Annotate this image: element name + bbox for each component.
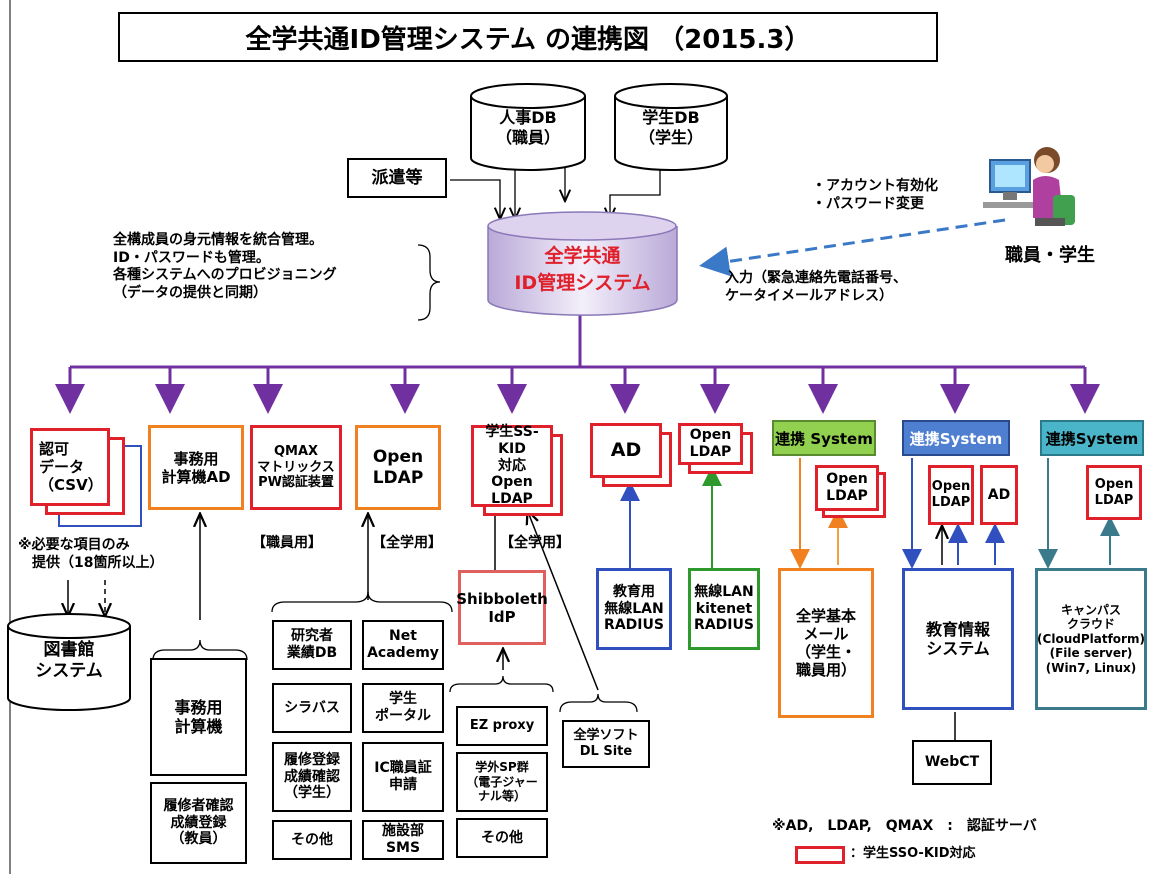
jimu-keisanki-box: 事務用 計算機 (150, 658, 247, 776)
sonota2-box: その他 (456, 818, 548, 858)
open-ldap-box: Open LDAP (355, 425, 441, 510)
net-academy-box: Net Academy (362, 620, 444, 670)
gakusei-db-label: 学生DB （学生） (638, 108, 703, 147)
kitenet-radius-box: 無線LAN kitenet RADIUS (688, 568, 760, 650)
jinji-db-cylinder (470, 83, 586, 171)
zengaku-mail-box: 全学基本 メール （学生・ 職員用） (778, 568, 874, 718)
legend-sso-note: ：学生SSO-KID対応 (850, 846, 976, 861)
jinji-db-label: 人事DB （職員） (495, 108, 560, 147)
renkei-system-header-3: 連携System (1040, 420, 1144, 456)
rishusha-box: 履修者確認 成績登録 （教員） (150, 782, 247, 864)
user-label: 職員・学生 (1005, 245, 1095, 266)
center-note: 全構成員の身元情報を統合管理。 ID・パスワードも管理。 各種システムへのプロビ… (113, 232, 337, 301)
sonota1-box: その他 (272, 820, 352, 860)
renkei-system-header-1: 連携 System (772, 420, 876, 456)
renkei-system-header-2: 連携System (902, 420, 1010, 456)
kyouiku-system-box: 教育情報 システム (902, 568, 1014, 710)
kyouiku-radius-box: 教育用 無線LAN RADIUS (596, 568, 672, 650)
user-actions: ・アカウント有効化 ・パスワード変更 (812, 178, 938, 212)
toshokan-cylinder (7, 613, 131, 711)
center-system-line2: ID管理システム (514, 272, 651, 294)
gakugai-sp-box: 学外SP群 （電子ジャー ナル等） (456, 752, 548, 812)
ez-proxy-box: EZ proxy (456, 706, 548, 746)
open-ldap2-box: Open LDAP (678, 423, 743, 465)
shisetsubu-box: 施設部 SMS (362, 820, 444, 860)
jimu-ad-box: 事務用 計算機AD (148, 425, 244, 510)
sub-open-ldap2-box: Open LDAP (928, 465, 974, 525)
webct-box: WebCT (912, 740, 992, 785)
diagram-title: 全学共通ID管理システム の連携図 （2015.3） (118, 12, 938, 62)
ic-shokuinsho-box: IC職員証 申請 (362, 742, 444, 812)
zengaku-soft-box: 全学ソフト DL Site (562, 720, 650, 768)
kenkyusha-box: 研究者 業績DB (272, 620, 352, 670)
qmax-box: QMAX マトリックス PW認証装置 (250, 425, 342, 510)
zengaku-you-label: 【全学用】 (372, 535, 442, 551)
sub-open-ldap3-box: Open LDAP (1086, 465, 1142, 520)
shokuin-you-label: 【職員用】 (252, 535, 322, 551)
gakusei-portal-box: 学生 ポータル (362, 683, 444, 733)
syllabus-box: シラバス (272, 683, 352, 733)
user-input-note: 入力（緊急連絡先電話番号、 ケータイメールアドレス） (725, 270, 907, 304)
zengaku-you-label-2: 【全学用】 (500, 535, 570, 551)
central-id-system-cylinder (487, 211, 678, 316)
rishu-touroku-box: 履修登録 成績確認 （学生） (272, 742, 352, 812)
hitsuyou-note: ※必要な項目のみ 提供（18箇所以上） (18, 537, 164, 571)
legend-sso-swatch (795, 846, 845, 864)
toshokan-label: 図書館 システム (35, 640, 103, 682)
shibboleth-box: Shibboleth IdP (456, 570, 548, 645)
sub-ad-box: AD (980, 465, 1018, 525)
haken-box: 派遣等 (347, 158, 447, 198)
ad-box: AD (590, 423, 662, 478)
sso-ldap-box: 学生SS-KID 対応 Open LDAP (471, 424, 553, 507)
gakusei-db-cylinder (614, 83, 728, 171)
legend-auth-note: ※AD, LDAP, QMAX : 認証サーバ (772, 818, 1037, 834)
center-system-line1: 全学共通 (544, 245, 621, 267)
ninka-data-box: 認可 データ （CSV） (30, 428, 110, 506)
user-figure-icon (983, 147, 1075, 226)
campus-cloud-box: キャンパス クラウド (CloudPlatform) (File server)… (1035, 568, 1147, 710)
sub-open-ldap1-box: Open LDAP (815, 465, 879, 511)
